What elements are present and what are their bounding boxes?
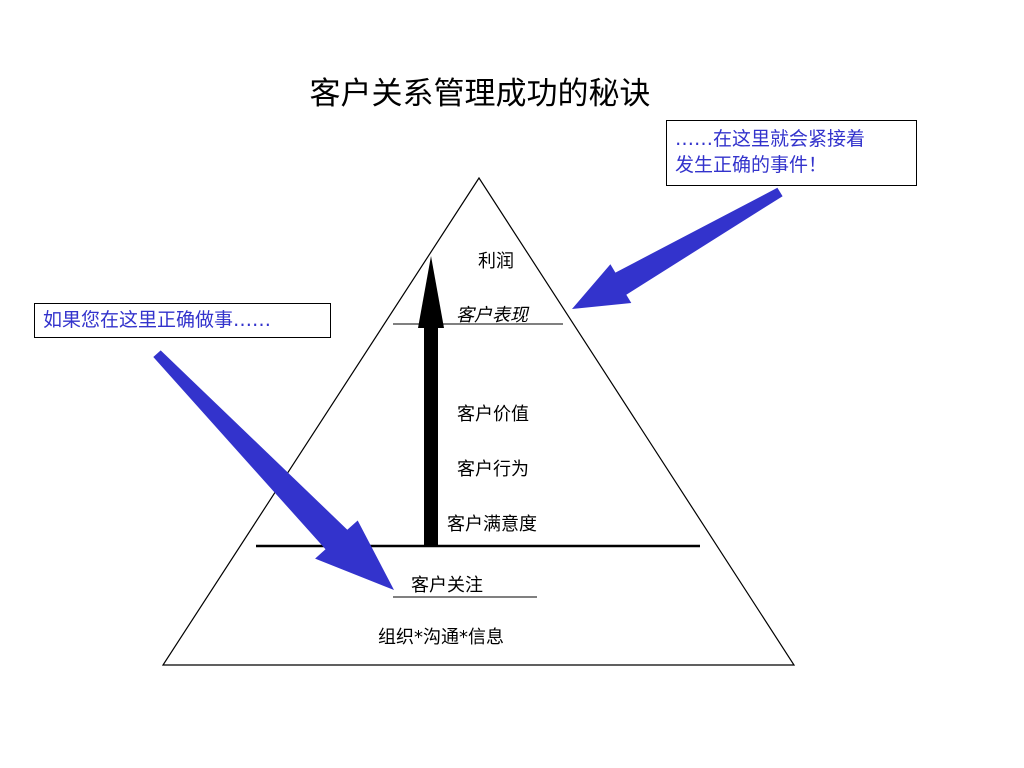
level-customer-behavior: 客户行为 (457, 459, 529, 480)
page-title: 客户关系管理成功的秘诀 (309, 76, 651, 112)
growth-up-arrow (418, 256, 444, 546)
callout-top-line1: ……在这里就会紧接着 (675, 128, 866, 150)
callout-top-box: ……在这里就会紧接着 发生正确的事件！ (666, 120, 917, 186)
level-customer-satisfaction: 客户满意度 (447, 514, 537, 535)
callout-top-line2: 发生正确的事件！ (675, 154, 828, 176)
callout-left-text: 如果您在这里正确做事…… (43, 309, 272, 331)
pyramid-outline (161, 176, 796, 666)
callout-top-arrow (572, 187, 783, 309)
callout-left-box: 如果您在这里正确做事…… (34, 303, 331, 338)
level-customer-focus: 客户关注 (411, 575, 483, 596)
level-foundation: 组织*沟通*信息 (378, 627, 504, 648)
level-customer-performance: 客户表现 (456, 305, 528, 326)
callout-left-arrow (153, 350, 394, 590)
level-customer-value: 客户价值 (457, 404, 529, 425)
level-profit: 利润 (478, 251, 514, 272)
